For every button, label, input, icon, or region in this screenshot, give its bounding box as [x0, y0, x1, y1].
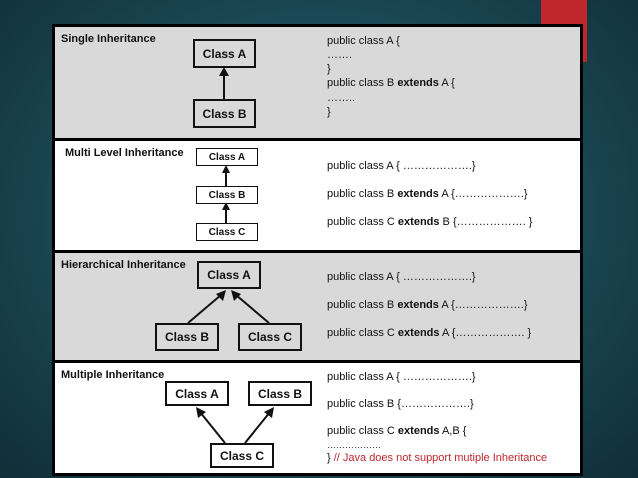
code-line: public class A { ……………….}	[327, 271, 476, 283]
arrowhead	[264, 407, 274, 418]
code-cell: public class A { ……. } public class B ex…	[321, 27, 580, 138]
arrowhead	[196, 407, 206, 418]
class-a-box: Class A	[196, 148, 258, 166]
inheritance-arrows	[219, 67, 229, 99]
code-line: public class B {……………….}	[327, 398, 474, 410]
row-multi-level-inheritance: Multi Level Inheritance Class A Class B …	[55, 141, 580, 250]
code-line: } // Java does not support mutiple Inher…	[327, 452, 548, 464]
code-line: }	[327, 63, 331, 75]
class-b-box: Class B	[248, 381, 312, 406]
class-a-box: Class A	[165, 381, 229, 406]
diagram-cell: Hierarchical Inheritance Class A Class B…	[55, 253, 318, 360]
code-line: public class B extends A {……………….}	[327, 299, 528, 311]
code-line: public class C extends A,B {	[327, 425, 467, 437]
arrow-b-to-a	[187, 294, 222, 324]
class-c-box: Class C	[196, 223, 258, 241]
section-title: Hierarchical Inheritance	[61, 259, 186, 271]
section-title: Multi Level Inheritance	[65, 147, 184, 159]
arrowhead	[231, 290, 241, 301]
diagram-cell: Multi Level Inheritance Class A Class B …	[55, 141, 318, 250]
code-line: public class C extends B {………………. }	[327, 216, 533, 228]
code-line: public class B extends A {	[327, 77, 455, 89]
inheritance-arrows	[196, 407, 274, 444]
inheritance-table: Single Inheritance Class A Class B publi…	[52, 24, 583, 476]
class-b-box: Class B	[196, 186, 258, 204]
arrowhead	[219, 67, 229, 76]
code-cell: public class A { ……………….} public class B…	[321, 363, 580, 473]
code-line: }	[327, 106, 331, 118]
arrow-c-to-b	[244, 411, 271, 444]
code-line: public class C extends A {………………. }	[327, 327, 532, 339]
arrowhead	[216, 290, 226, 301]
code-cell: public class A { ……………….} public class B…	[321, 253, 580, 360]
code-line: …….	[327, 49, 353, 61]
arrow-c-to-a	[235, 294, 270, 324]
arrow-c-to-a	[199, 411, 226, 444]
row-single-inheritance: Single Inheritance Class A Class B publi…	[55, 27, 580, 138]
class-b-box: Class B	[193, 99, 256, 128]
diagram-cell: Multiple Inheritance Class A Class B Cla…	[55, 363, 318, 473]
code-line: public class A { ……………….}	[327, 371, 476, 383]
row-hierarchical-inheritance: Hierarchical Inheritance Class A Class B…	[55, 253, 580, 360]
arrowhead	[222, 165, 230, 173]
code-line: public class B extends A {……………….}	[327, 188, 528, 200]
row-multiple-inheritance: Multiple Inheritance Class A Class B Cla…	[55, 363, 580, 473]
code-cell: public class A { ……………….} public class B…	[321, 141, 580, 250]
class-a-box: Class A	[197, 261, 261, 289]
class-c-box: Class C	[210, 443, 274, 468]
arrowhead	[222, 202, 230, 210]
code-line: public class A {	[327, 35, 400, 47]
inheritance-arrows	[222, 165, 230, 224]
class-b-box: Class B	[155, 323, 219, 351]
code-line: ……..	[327, 92, 356, 104]
section-title: Multiple Inheritance	[61, 369, 165, 381]
code-line: ………………	[327, 440, 381, 450]
class-a-box: Class A	[193, 39, 256, 68]
code-line: public class A { ……………….}	[327, 160, 476, 172]
inheritance-arrows	[187, 290, 270, 324]
class-c-box: Class C	[238, 323, 302, 351]
diagram-cell: Single Inheritance Class A Class B	[55, 27, 318, 138]
section-title: Single Inheritance	[61, 33, 156, 45]
java-note: // Java does not support mutiple Inherit…	[333, 452, 548, 464]
